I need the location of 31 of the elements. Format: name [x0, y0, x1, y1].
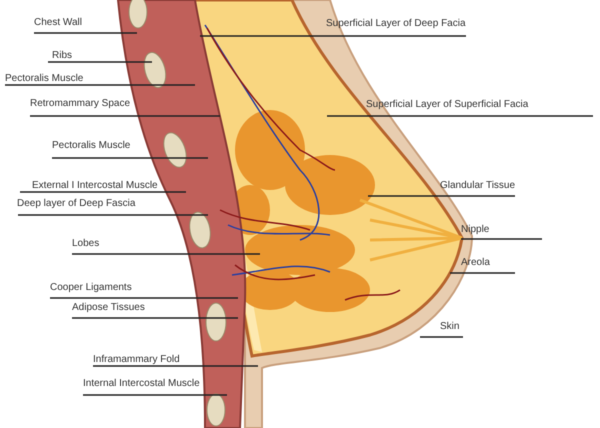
part-label: Glandular Tissue: [440, 180, 516, 192]
leader-line: [48, 61, 152, 63]
part-label: Pectoralis Muscle: [5, 73, 84, 85]
leader-line: [72, 253, 260, 255]
leader-line: [420, 336, 463, 338]
leader-line: [368, 195, 515, 197]
part-label: Lobes: [72, 238, 100, 250]
leader-line: [327, 115, 593, 117]
leader-line: [72, 317, 238, 319]
part-label: Chest Wall: [34, 17, 82, 29]
part-label: Ribs: [52, 50, 72, 62]
leader-line: [93, 365, 258, 367]
part-label: Cooper Ligaments: [50, 282, 132, 294]
leader-line: [52, 157, 208, 159]
leader-line: [50, 297, 238, 299]
part-label: Adipose Tissues: [72, 302, 145, 314]
part-label: Internal Intercostal Muscle: [83, 378, 200, 390]
part-label: Skin: [440, 321, 460, 333]
part-label: Inframammary Fold: [93, 354, 180, 366]
leader-line: [34, 32, 137, 34]
leader-line: [461, 238, 542, 240]
part-label: Deep layer of Deep Fascia: [17, 198, 136, 210]
part-label: Retromammary Space: [30, 98, 130, 110]
leader-line: [83, 394, 227, 396]
leader-line: [18, 214, 208, 216]
leader-line: [200, 35, 466, 37]
part-label: External I Intercostal Muscle: [32, 180, 158, 192]
leader-line: [30, 115, 220, 117]
part-label: Pectoralis Muscle: [52, 140, 130, 152]
leader-line: [5, 84, 195, 86]
leader-line: [20, 191, 186, 193]
